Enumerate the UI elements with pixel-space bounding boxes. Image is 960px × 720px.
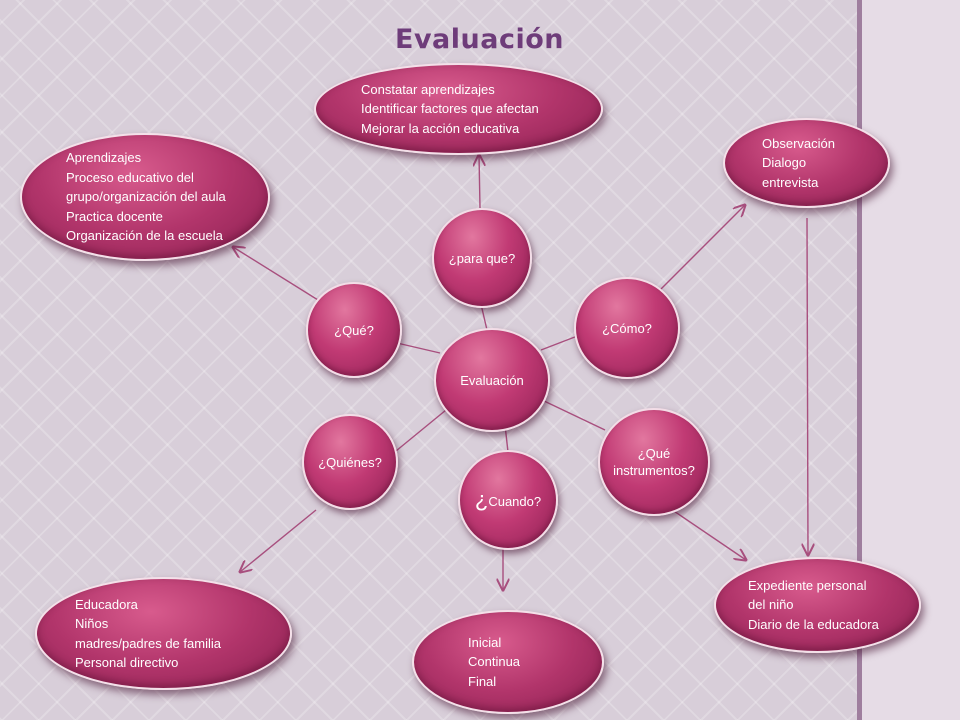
connector-center-instrumentos: [541, 399, 606, 431]
answers-como-ellipse: Observación Dialogo entrevista: [723, 118, 890, 208]
answer-line: Personal directivo: [75, 655, 179, 670]
question-para-que-node: ¿para que?: [432, 208, 532, 308]
question-label: instrumentos?: [613, 463, 695, 478]
answer-line: Proceso educativo del: [66, 169, 194, 185]
question-como-node: ¿Cómo?: [574, 277, 680, 379]
question-quienes-node: ¿Quiénes?: [302, 414, 398, 510]
answers-instrumentos-ellipse: Expediente personal del niño Diario de l…: [714, 557, 921, 653]
answers-para-que-ellipse: Constatar aprendizajes Identificar facto…: [314, 63, 603, 155]
center-label: Evaluación: [460, 372, 524, 388]
answers-quienes-ellipse: Educadora Niños madres/padres de familia…: [35, 577, 292, 690]
answer-line: Expediente personal: [748, 577, 867, 593]
question-que-node: ¿Qué?: [306, 282, 402, 378]
arrow-que: [233, 247, 319, 301]
question-text: Cuando?: [488, 493, 542, 509]
arrow-como-instrumentos: [807, 217, 808, 555]
answer-line: Mejorar la acción educativa: [361, 120, 520, 136]
answer-line: Dialogo: [762, 155, 807, 171]
answers-cuando-ellipse: Inicial Continua Final: [412, 610, 604, 714]
answer-line: Aprendizajes: [66, 150, 142, 166]
question-label: ¿Qué?: [334, 322, 374, 338]
arrow-como: [659, 205, 745, 291]
answer-line: Observación: [762, 135, 835, 151]
answer-line: Educadora: [75, 596, 138, 612]
arrow-para-que: [479, 155, 480, 209]
answer-line: del niño: [748, 597, 794, 613]
question-label: ¿para que?: [448, 250, 516, 266]
connector-center-como: [540, 334, 581, 351]
answer-line: Organización de la escuela: [66, 228, 223, 244]
answer-line: Constatar aprendizajes: [361, 81, 495, 97]
answer-line: Niños: [75, 616, 109, 631]
answer-line: Final: [468, 673, 497, 689]
question-instrumentos-node: ¿Qué instrumentos?: [598, 408, 710, 516]
answer-line: Identificar factores que afectan: [361, 101, 539, 117]
answers-que-ellipse: Aprendizajes Proceso educativo del grupo…: [20, 133, 270, 261]
arrow-quienes: [240, 509, 317, 572]
answer-line: entrevista: [762, 174, 819, 190]
connector-center-que: [396, 342, 441, 354]
question-cuando-node: ¿Cuando?: [458, 450, 558, 550]
answer-line: Practica docente: [66, 208, 163, 224]
answer-line: Diario de la educadora: [748, 616, 879, 632]
question-label: ¿Cómo?: [602, 320, 652, 336]
answer-line: madres/padres de familia: [75, 635, 221, 651]
question-label: ¿Qué: [637, 446, 671, 461]
answer-line: grupo/organización del aula: [66, 189, 226, 205]
arrow-instrumentos: [664, 504, 746, 560]
question-label: ¿Cuando?: [475, 488, 542, 510]
center-node: Evaluación: [434, 328, 550, 432]
question-mark-large: ¿: [474, 486, 489, 512]
answer-line: Inicial: [468, 634, 502, 650]
diagram-title: Evaluación: [395, 24, 564, 55]
answer-line: Continua: [468, 654, 521, 670]
question-label: ¿Quiénes?: [318, 454, 382, 470]
